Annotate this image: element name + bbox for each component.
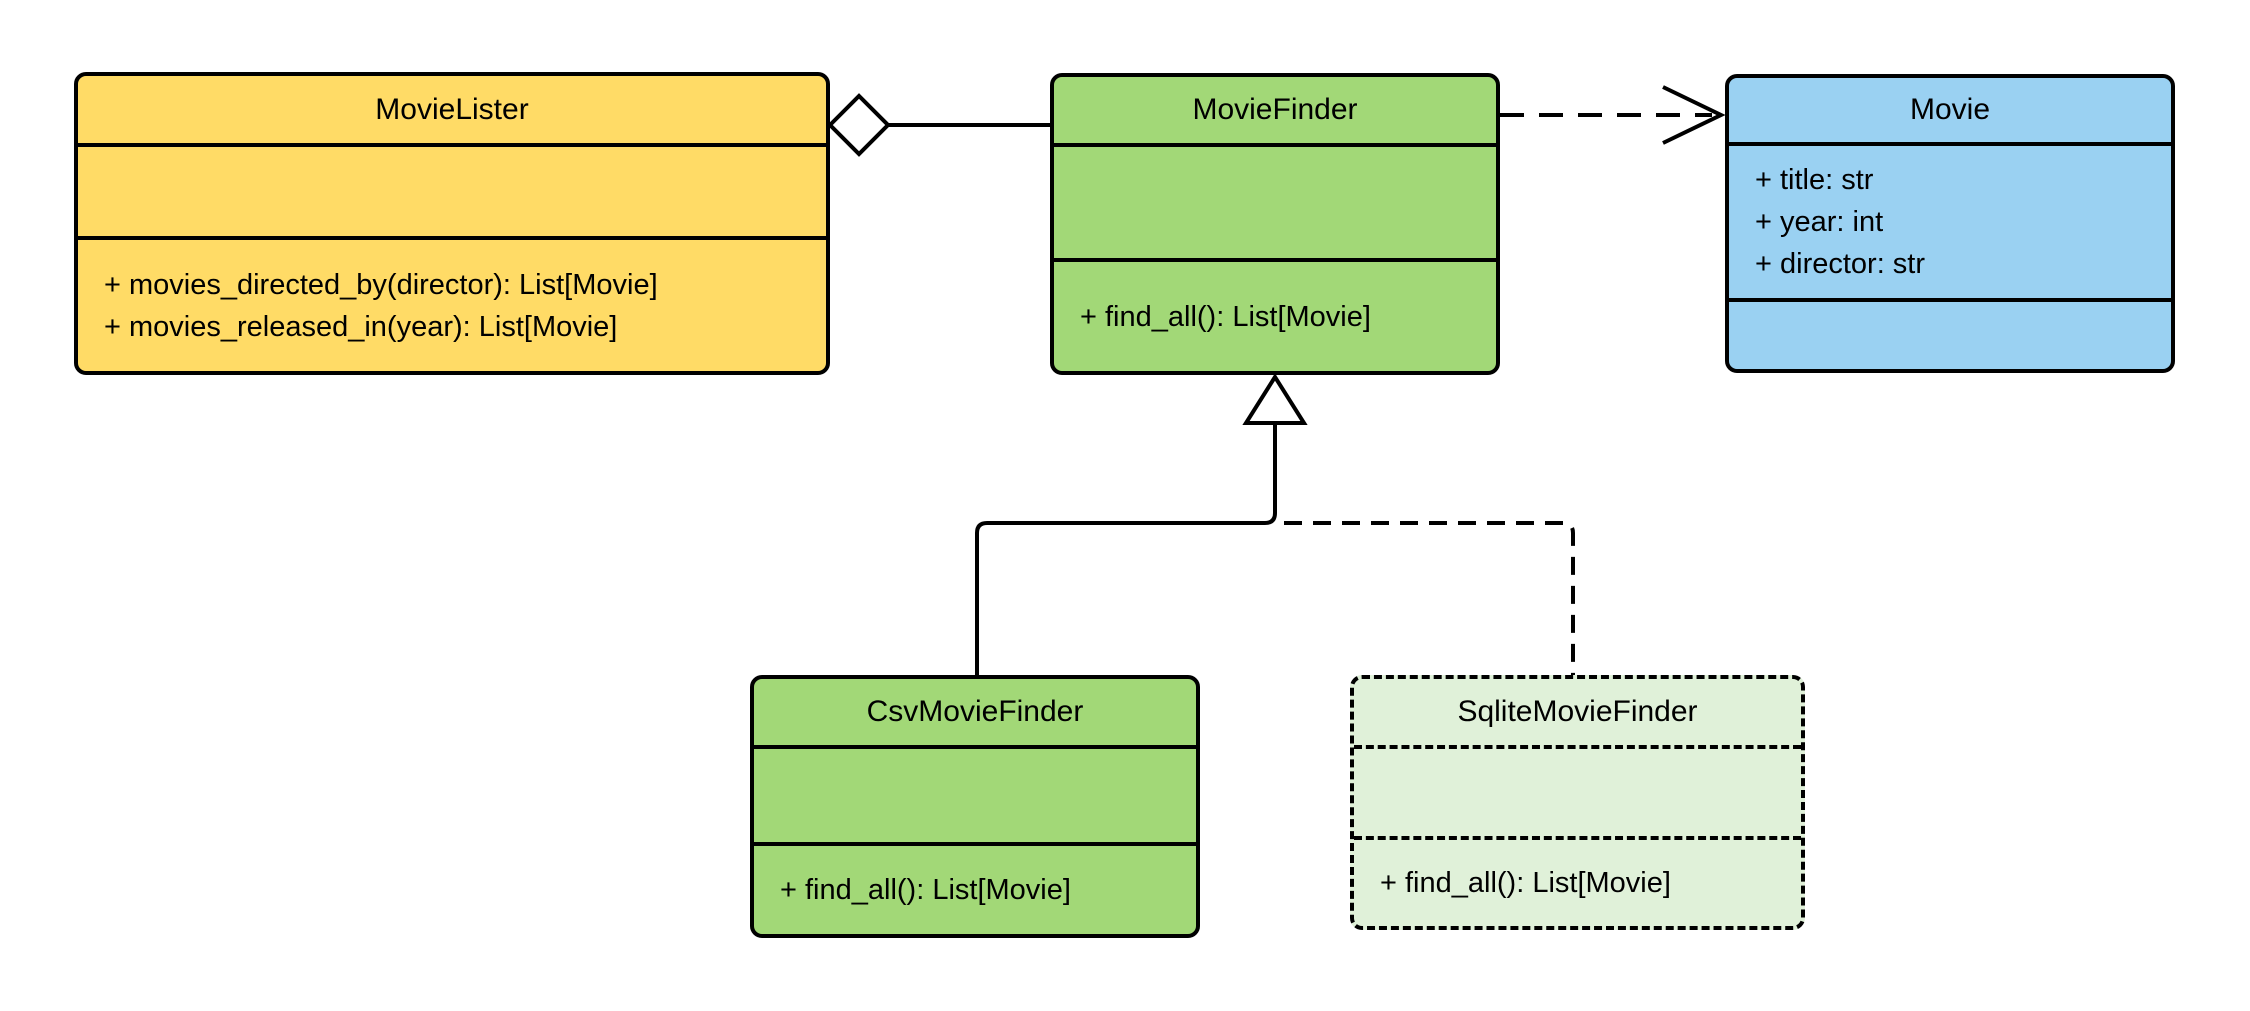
inheritance-dashed-path (1284, 521, 1575, 675)
method-label: + movies_released_in(year): List[Movie] (104, 310, 618, 343)
attribute-label: + year: int (1755, 206, 1884, 238)
class-title: Movie (1909, 93, 1991, 126)
class-methods: + find_all(): List[Movie] (754, 842, 1196, 934)
class-attributes: + title: str + year: int + director: str (1729, 142, 2171, 298)
method-label: + find_all(): List[Movie] (1380, 867, 1671, 899)
attribute-label: + title: str (1755, 164, 1874, 196)
class-title: CsvMovieFinder (866, 695, 1084, 728)
class-attributes-empty (78, 143, 826, 236)
aggregation-diamond-icon (827, 93, 891, 157)
class-sqlitemoviefinder[interactable]: SqliteMovieFinder + find_all(): List[Mov… (1350, 675, 1805, 930)
attribute-label: + director: str (1755, 248, 1926, 280)
method-label: + movies_directed_by(director): List[Mov… (104, 268, 658, 301)
inheritance-triangle-icon (1242, 373, 1308, 425)
class-title: MovieFinder (1192, 93, 1358, 126)
class-movielister[interactable]: MovieLister + movies_directed_by(directo… (74, 72, 830, 375)
class-title: MovieLister (375, 92, 529, 126)
class-methods: + find_all(): List[Movie] (1354, 836, 1801, 926)
class-methods-empty (1729, 298, 2171, 369)
class-attributes-empty (1354, 745, 1801, 836)
method-label: + find_all(): List[Movie] (780, 874, 1071, 906)
class-methods: + movies_directed_by(director): List[Mov… (78, 236, 826, 371)
class-csvmoviefinder[interactable]: CsvMovieFinder + find_all(): List[Movie] (750, 675, 1200, 938)
inheritance-solid-path (975, 423, 1277, 675)
class-title: SqliteMovieFinder (1457, 695, 1698, 728)
class-movie[interactable]: Movie + title: str + year: int + directo… (1725, 74, 2175, 373)
class-attributes-empty (1054, 143, 1496, 258)
class-attributes-empty (754, 745, 1196, 842)
method-label: + find_all(): List[Movie] (1080, 300, 1371, 333)
class-methods: + find_all(): List[Movie] (1054, 258, 1496, 371)
class-moviefinder[interactable]: MovieFinder + find_all(): List[Movie] (1050, 73, 1500, 375)
dependency-arrowhead-icon (1662, 85, 1726, 145)
